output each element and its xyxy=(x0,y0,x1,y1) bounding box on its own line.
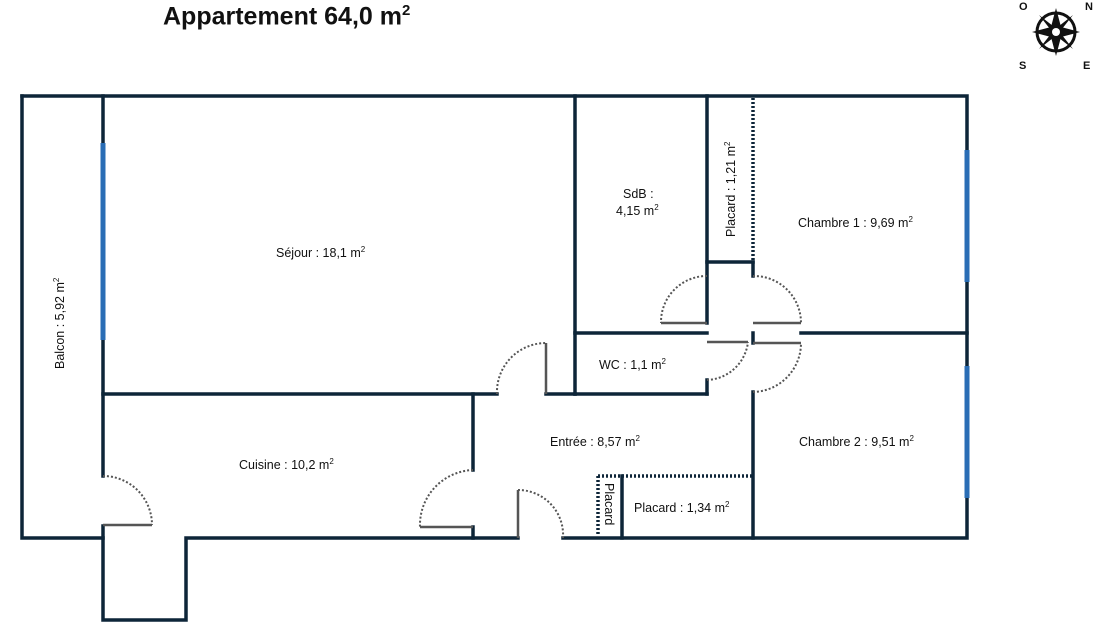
label-balcon: Balcon : 5,92 m2 xyxy=(52,277,67,369)
label-placard-1: Placard : 1,21 m2 xyxy=(723,141,738,237)
label-cuisine: Cuisine : 10,2 m2 xyxy=(239,457,334,472)
plan-title: Appartement 64,0 m2 xyxy=(163,2,410,31)
compass-rose-icon xyxy=(1032,8,1080,56)
label-chambre-1: Chambre 1 : 9,69 m2 xyxy=(798,215,913,230)
compass-o: O xyxy=(1019,1,1028,13)
label-sdb-2: 4,15 m2 xyxy=(616,203,659,218)
compass-n: N xyxy=(1085,1,1093,13)
compass-s: S xyxy=(1019,60,1026,72)
label-placard-3: Placard xyxy=(602,483,616,525)
label-sdb-1: SdB : xyxy=(623,187,654,201)
windows xyxy=(100,143,970,498)
label-entree: Entrée : 8,57 m2 xyxy=(550,434,640,449)
label-chambre-2: Chambre 2 : 9,51 m2 xyxy=(799,434,914,449)
dotted-walls xyxy=(596,98,755,536)
label-placard-2: Placard : 1,34 m2 xyxy=(634,500,730,515)
walls xyxy=(20,94,969,622)
doors xyxy=(102,274,802,539)
plan-title-text: Appartement 64,0 m xyxy=(163,2,402,31)
label-sejour: Séjour : 18,1 m2 xyxy=(276,245,366,260)
plan-title-sup: 2 xyxy=(401,2,411,19)
compass-e: E xyxy=(1083,60,1090,72)
label-wc: WC : 1,1 m2 xyxy=(599,357,667,372)
